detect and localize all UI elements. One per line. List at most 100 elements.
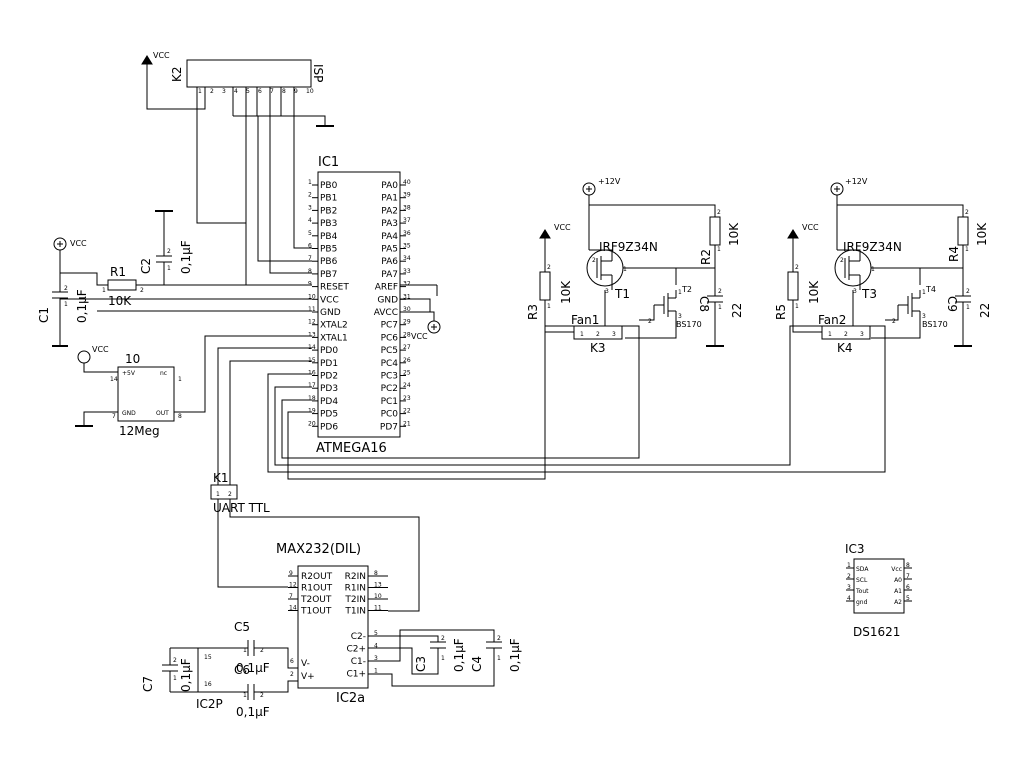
fan2-t2-pin2: 2 xyxy=(892,318,896,325)
fan2-r2-value: 10K xyxy=(975,222,989,246)
ic1-left-pin-name: PB4 xyxy=(320,232,338,242)
ic1-right-pin-name: PC6 xyxy=(381,333,399,343)
ic1-left-pin-number: 8 xyxy=(308,268,312,275)
ic3-left-pin-number: 2 xyxy=(847,573,851,580)
ic1-right-pin-name: AVCC xyxy=(374,308,398,318)
ic1-left-pin-number: 1 xyxy=(308,179,312,186)
c7-pin2: 2 xyxy=(173,657,177,664)
max-cap-pin-number: 5 xyxy=(374,630,378,637)
fan2-r3-pin1: 1 xyxy=(795,303,799,310)
ic1-left-pin-name: PD0 xyxy=(320,346,338,356)
v12-label: +12V xyxy=(598,177,621,186)
max-left-pin-number: 9 xyxy=(289,570,293,577)
c5-value: 0,1µF xyxy=(236,661,270,675)
max232-capacitors: C3 0,1µF 2 1 C4 0,1µF 2 1 C5 0,1µF 1 2 C… xyxy=(141,620,522,719)
k2-pin: 8 xyxy=(282,88,286,95)
ic1-left-pin-number: 11 xyxy=(308,306,316,313)
ic1-right-pin-name: PA3 xyxy=(381,219,398,229)
ic3-right-pin-number: 5 xyxy=(906,595,910,602)
ic1-left-pin-number: 13 xyxy=(308,331,316,338)
ic1-left-pin-number: 7 xyxy=(308,255,312,262)
ic1-right-pin-name: PA0 xyxy=(381,181,398,191)
c6-pin2: 2 xyxy=(260,692,264,699)
fan1-r3-pin1: 1 xyxy=(547,303,551,310)
max-right-pin-number: 8 xyxy=(374,570,378,577)
max-right-pin-name: R1IN xyxy=(345,584,366,594)
ic1-right-pin-number: 33 xyxy=(403,268,411,275)
ic1-right-pin-name: PA6 xyxy=(381,257,398,267)
ic1-right-pin-name: PC2 xyxy=(381,384,398,394)
osc-ref: 10 xyxy=(125,352,140,366)
fan1-k-name: Fan1 xyxy=(571,313,599,327)
ic1-right-pin-name: PC7 xyxy=(381,321,398,331)
ic1-left-pin-number: 4 xyxy=(308,217,312,224)
ic1-right-pin-number: 24 xyxy=(403,382,411,389)
ic3-right-pin-name: A0 xyxy=(894,577,902,584)
fan1-driver: +12V 10K R2 2 1 C8 22 2 1 IRF9Z34N T1 1 … xyxy=(526,177,744,355)
max-left-pin-number: 14 xyxy=(289,605,297,612)
ic3-name: DS1621 xyxy=(853,625,900,639)
c3-pin1: 1 xyxy=(441,655,445,662)
ic1-right-pin-number: 29 xyxy=(403,319,411,326)
ic1-left-pin-number: 9 xyxy=(308,281,312,288)
fan2-r3-pin2: 2 xyxy=(795,264,799,271)
ic1-power-nets: VCC xyxy=(60,284,441,341)
fan1-r2-ref: R2 xyxy=(699,249,713,265)
c4-value: 0,1µF xyxy=(508,638,522,672)
ic1-right-pin-name: PD7 xyxy=(380,422,398,432)
fan2-t-value: IRF9Z34N xyxy=(843,240,902,254)
c4-pin2: 2 xyxy=(497,635,501,642)
ic1-right-pin-name: PA1 xyxy=(381,194,398,204)
k2-ref: K2 xyxy=(170,66,184,82)
max-left-pin-number: 12 xyxy=(289,582,297,589)
c6-value: 0,1µF xyxy=(236,705,270,719)
fan1-r3-value: 10K xyxy=(559,280,573,304)
fan2-r3-ref: R5 xyxy=(774,304,788,320)
ic1-right-pin-name: PA4 xyxy=(381,232,398,242)
ic1-left-pin-number: 10 xyxy=(308,293,316,300)
ic3-right-pin-name: A2 xyxy=(894,599,902,606)
ic1-ref: IC1 xyxy=(318,155,339,170)
c3-value: 0,1µF xyxy=(452,638,466,672)
k1-ref: K1 xyxy=(213,471,229,485)
ic1-right-pin-number: 32 xyxy=(403,281,411,288)
ic1-right-pin-name: GND xyxy=(377,295,398,305)
max-cap-pin-name: C1+ xyxy=(346,670,366,680)
fan1-r3-pin2: 2 xyxy=(547,264,551,271)
max-right-pin-number: 11 xyxy=(374,605,382,612)
fan2-r2-ref: R4 xyxy=(947,246,961,262)
ic1-left-pin-name: PD2 xyxy=(320,372,338,382)
ic1-right-pin-number: 36 xyxy=(403,230,411,237)
fan1-k-ref: K3 xyxy=(590,341,606,355)
ic1-left-pin-name: PD5 xyxy=(320,410,338,420)
r1-pin1: 1 xyxy=(102,287,106,294)
fan2-r2-pin1: 1 xyxy=(965,246,969,253)
ic1-left-pin-number: 15 xyxy=(308,357,316,364)
fan1-t2-pin3: 3 xyxy=(678,313,682,320)
k2-name: ISP xyxy=(311,64,325,82)
osc-num-8: 8 xyxy=(178,413,182,420)
ic3-left-pin-number: 1 xyxy=(847,562,851,569)
ic2p-num-16: 16 xyxy=(204,681,212,688)
c7-value: 0,1µF xyxy=(179,658,193,692)
ic1-right-pin-number: 26 xyxy=(403,357,411,364)
ic1-left-pin-number: 16 xyxy=(308,370,316,377)
fan1-r2-pin1: 1 xyxy=(717,246,721,253)
osc-pin-5v: +5V xyxy=(122,370,136,377)
osc-pin-gnd: GND xyxy=(122,410,136,417)
fan1-r2-pin2: 2 xyxy=(717,209,721,216)
avcc-vcc-label: VCC xyxy=(411,332,428,341)
ic1-right-pin-name: PC3 xyxy=(381,372,398,382)
fan1-t2-pin1: 1 xyxy=(678,289,682,296)
fan2-t2-ref: T4 xyxy=(925,285,936,294)
fan2-t-pin3: 3 xyxy=(853,288,857,295)
fan1-c8-ref: C8 xyxy=(697,296,711,312)
fan1-k-pin2: 2 xyxy=(596,331,600,338)
fan2-driver: +12V 10K R4 2 1 C9 22 2 1 IRF9Z34N T3 1 … xyxy=(774,177,992,355)
k2-pin: 9 xyxy=(294,88,298,95)
ic1-right-pin-number: 38 xyxy=(403,204,411,211)
ic1-right-pin-number: 35 xyxy=(403,243,411,250)
fan1-c8-pin2: 2 xyxy=(718,288,722,295)
k2-pin: 1 xyxy=(198,88,202,95)
ic1-right-pin-name: PC1 xyxy=(381,397,398,407)
